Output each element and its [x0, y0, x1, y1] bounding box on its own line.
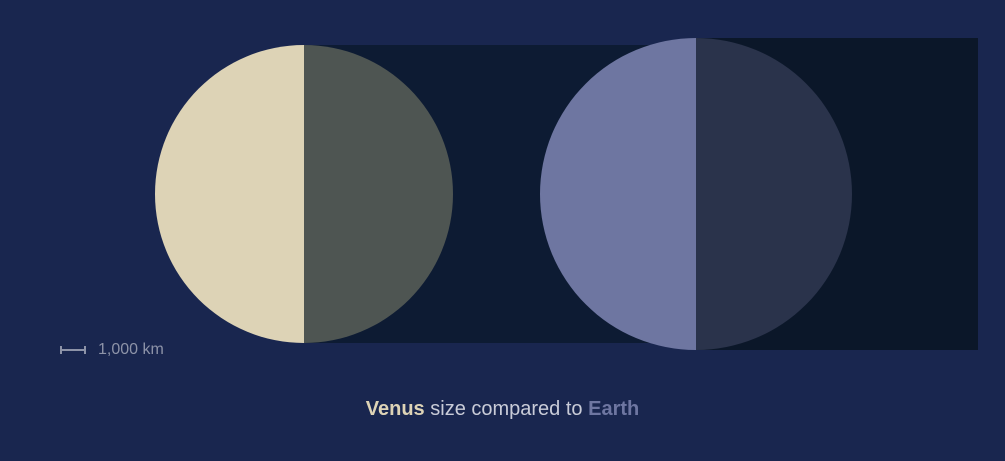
comparison-caption: Venus size compared to Earth: [0, 396, 1005, 422]
earth-dark-half: [696, 38, 852, 350]
caption-reference: Earth: [588, 398, 640, 420]
scale-legend: 1,000 km: [60, 340, 164, 360]
venus-lit-half: [155, 45, 304, 343]
earth-lit-half: [540, 38, 696, 350]
scale-label: 1,000 km: [98, 341, 164, 358]
caption-middle: size compared to: [424, 398, 589, 420]
scale-bar-icon: [60, 346, 86, 354]
venus-dark-half: [304, 45, 453, 343]
caption-subject: Venus: [365, 398, 425, 420]
